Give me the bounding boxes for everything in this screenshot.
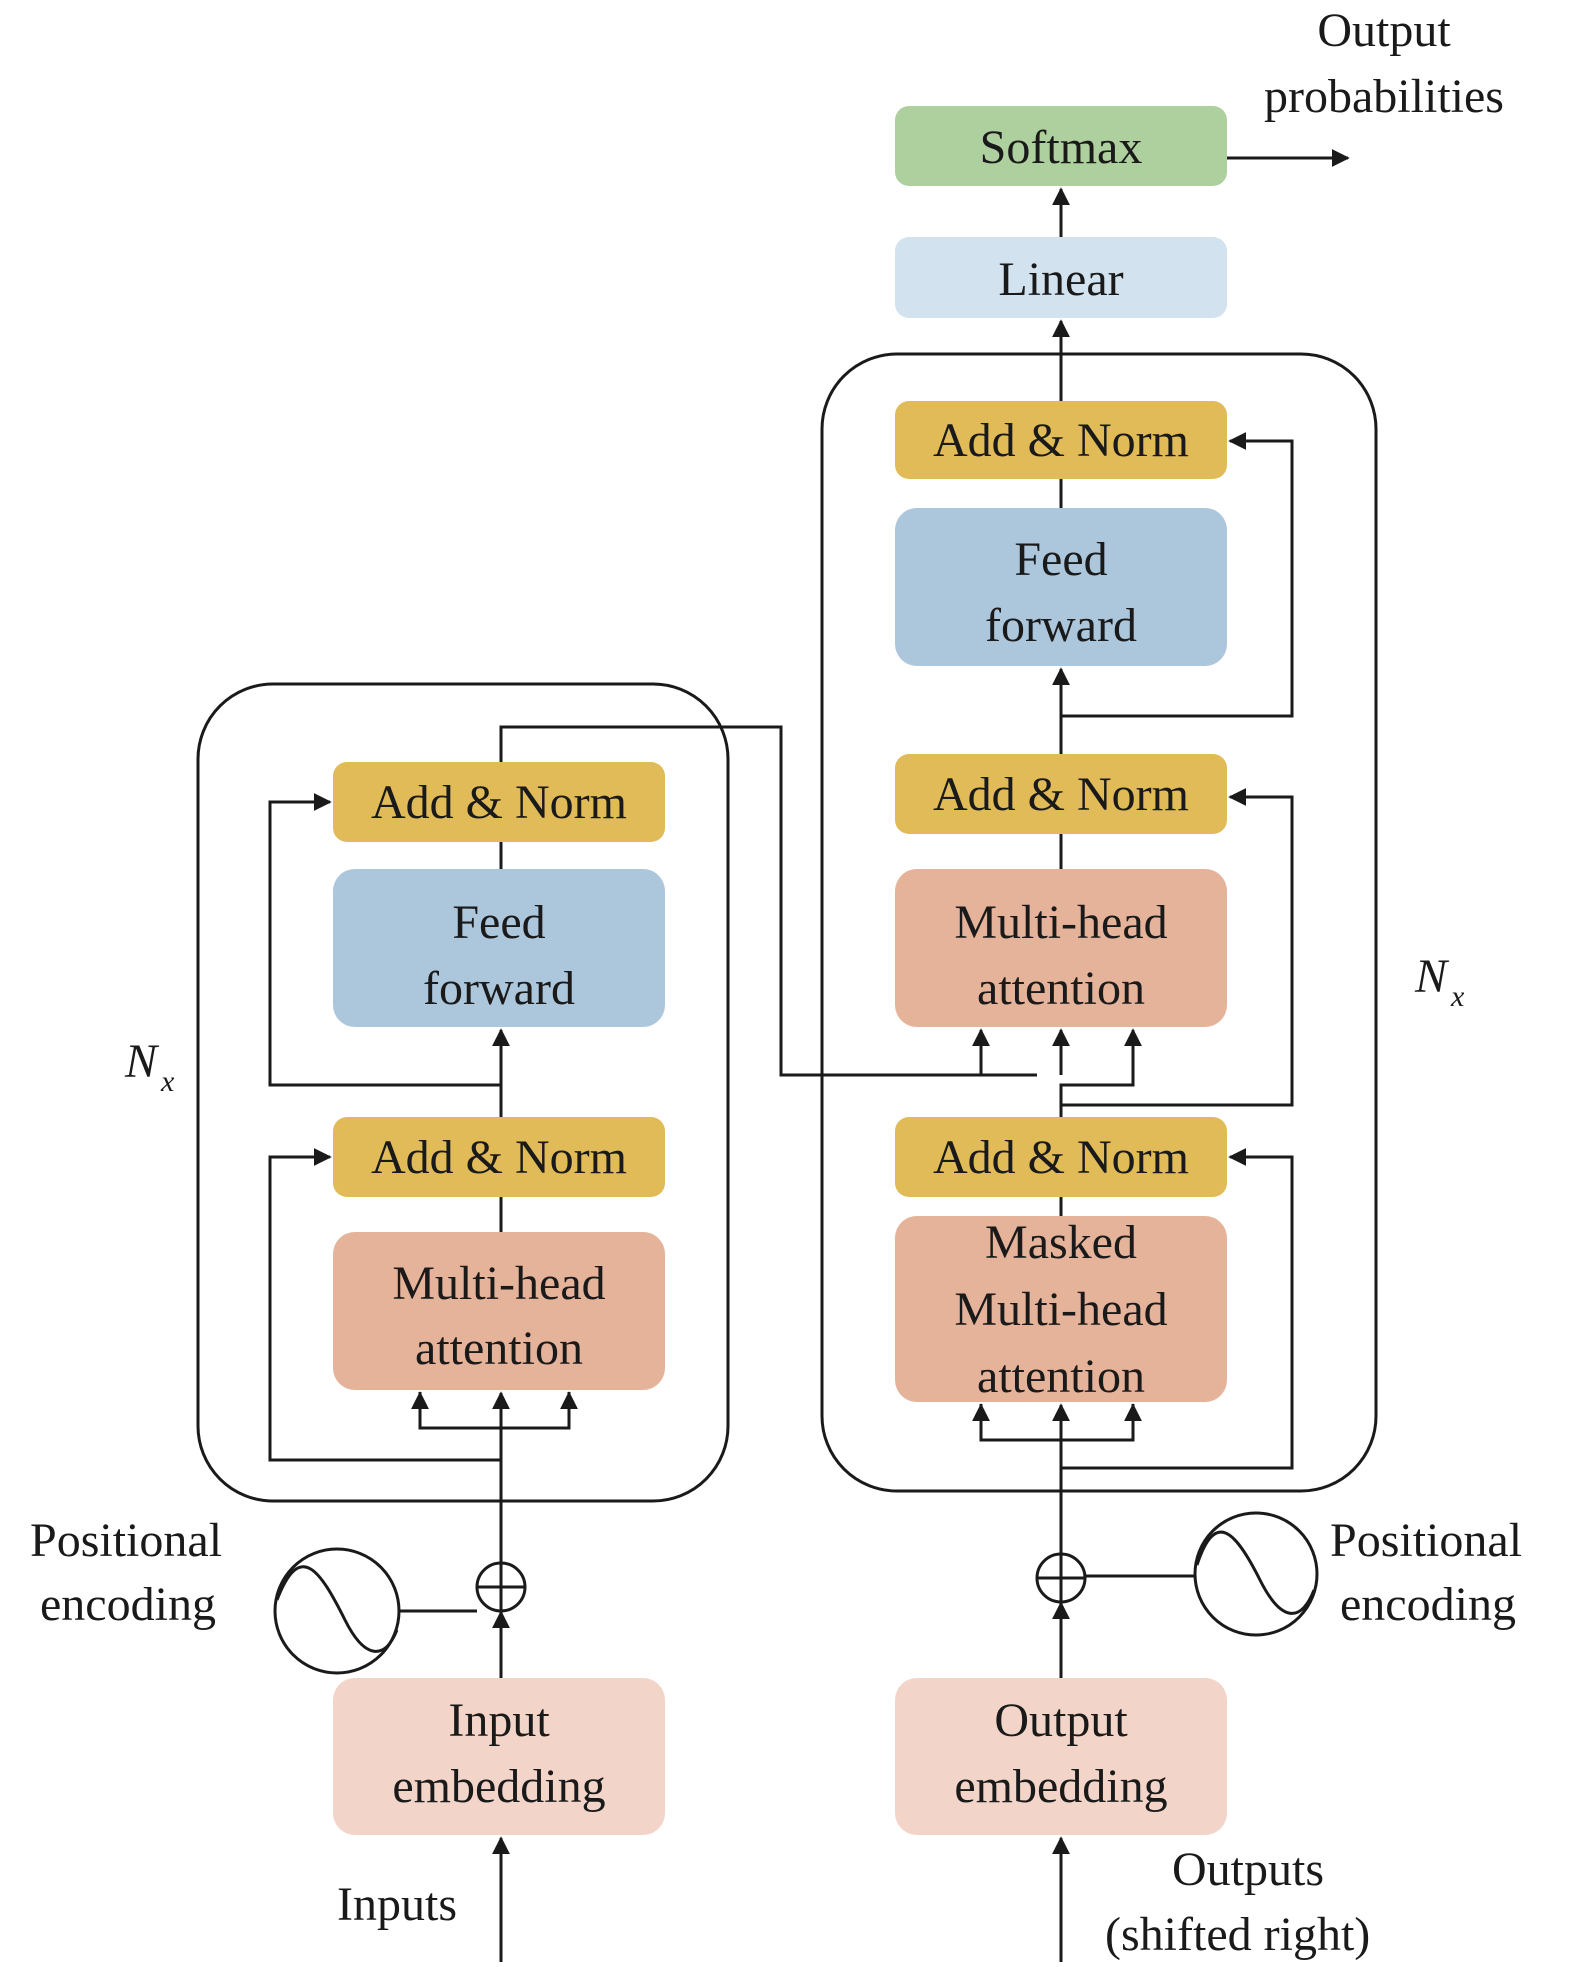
encoder-input-embedding-box: [333, 1678, 665, 1835]
decoder-wires: [972, 149, 1350, 1962]
encoder-attention-branch: [418, 1392, 571, 1430]
decoder-cross-attention-label-1: Multi-head: [954, 896, 1167, 949]
encoder-pe-label-1: Positional: [30, 1514, 222, 1567]
decoder-output-embedding-label-2: embedding: [954, 1760, 1167, 1813]
softmax-layer[interactable]: Softmax: [895, 106, 1227, 186]
decoder-nx-n: N: [1414, 950, 1450, 1003]
encoder-to-decoder-line: [499, 725, 1037, 1077]
linear-layer[interactable]: Linear: [895, 237, 1227, 318]
encoder-repeat-label: N x: [124, 1035, 175, 1098]
decoder-positional-encoding: Positional encoding: [1035, 1511, 1522, 1637]
decoder-add-norm-top[interactable]: Add & Norm: [895, 401, 1227, 479]
encoder-feed-forward-label-1: Feed: [452, 896, 545, 949]
decoder-pe-label-2: encoding: [1340, 1578, 1516, 1631]
decoder-add-norm-middle[interactable]: Add & Norm: [895, 754, 1227, 834]
decoder-outputs-label-2: (shifted right): [1105, 1908, 1370, 1961]
encoder-add-norm-top[interactable]: Add & Norm: [333, 762, 665, 842]
output-probabilities-label-1: Output: [1317, 4, 1451, 57]
encoder-input-embedding[interactable]: Input embedding: [333, 1678, 665, 1835]
softmax-label: Softmax: [980, 121, 1143, 174]
encoder-add-norm-top-label: Add & Norm: [371, 776, 627, 829]
decoder-output-embedding-label-1: Output: [994, 1694, 1128, 1747]
encoder-input-embedding-label-2: embedding: [392, 1760, 605, 1813]
decoder-masked-attention-label-3: attention: [977, 1350, 1145, 1403]
encoder-add-norm-bottom[interactable]: Add & Norm: [333, 1117, 665, 1197]
encoder-add-norm-bottom-box: [333, 1117, 665, 1197]
decoder-feed-forward-label-2: forward: [985, 599, 1137, 652]
decoder-repeat-label: N x: [1414, 950, 1465, 1013]
decoder-output-embedding[interactable]: Output embedding: [895, 1678, 1227, 1835]
decoder-sine-icon: [1193, 1511, 1319, 1637]
decoder-cross-attention[interactable]: Multi-head attention: [895, 869, 1227, 1027]
decoder-add-norm-middle-label: Add & Norm: [933, 768, 1189, 821]
encoder-nx-n: N: [124, 1035, 160, 1088]
encoder-nx-x: x: [160, 1065, 175, 1098]
encoder-attention-label-1: Multi-head: [392, 1257, 605, 1310]
decoder-masked-attention[interactable]: Masked Multi-head attention: [895, 1216, 1227, 1403]
encoder-add-norm-top-box: [333, 762, 665, 842]
decoder-query-path: [1059, 1028, 1142, 1117]
decoder-add-norm-middle-box: [895, 754, 1227, 834]
decoder-stack-frame: [820, 352, 1378, 1493]
encoder-stack-frame: [196, 682, 730, 1503]
decoder-outputs-label-1: Outputs: [1172, 1843, 1324, 1896]
decoder-residual-3: [1061, 432, 1294, 718]
encoder-sine-wave: [275, 1565, 399, 1653]
linear-box: [895, 237, 1227, 318]
decoder-add-norm-bottom-box: [895, 1117, 1227, 1197]
decoder-cross-attention-box: [895, 869, 1227, 1027]
encoder-inputs-label: Inputs: [337, 1878, 457, 1931]
decoder-add-norm-bottom[interactable]: Add & Norm: [895, 1117, 1227, 1197]
decoder-residual-2: [1061, 788, 1294, 1107]
encoder-feed-forward[interactable]: Feed forward: [333, 869, 665, 1027]
encoder-feed-forward-box: [333, 869, 665, 1027]
decoder-nx-x: x: [1450, 980, 1465, 1013]
decoder-add-norm-bottom-label: Add & Norm: [933, 1131, 1189, 1184]
output-probabilities-label-2: probabilities: [1264, 70, 1504, 123]
decoder-residual-1: [1061, 1148, 1294, 1470]
encoder-pe-label-2: encoding: [40, 1578, 216, 1631]
encoder-residual-2: [268, 793, 501, 1087]
encoder-feed-forward-label-2: forward: [423, 962, 575, 1015]
decoder-add-norm-top-label: Add & Norm: [933, 414, 1189, 467]
decoder-masked-attention-label-1: Masked: [985, 1216, 1137, 1269]
encoder-add-norm-bottom-label: Add & Norm: [371, 1131, 627, 1184]
decoder-masked-branch: [979, 1404, 1135, 1442]
encoder-sine-icon: [273, 1547, 401, 1675]
encoder-attention-label-2: attention: [415, 1322, 583, 1375]
decoder-feed-forward-box: [895, 508, 1227, 666]
decoder-feed-forward-label-1: Feed: [1014, 533, 1107, 586]
decoder-feed-forward[interactable]: Feed forward: [895, 508, 1227, 666]
encoder-input-embedding-label-1: Input: [448, 1694, 550, 1747]
decoder-masked-attention-box: [895, 1216, 1227, 1402]
decoder-sine-wave: [1195, 1530, 1316, 1615]
encoder-wires: [268, 725, 1037, 1962]
linear-label: Linear: [998, 253, 1123, 306]
encoder-attention[interactable]: Multi-head attention: [333, 1232, 665, 1390]
decoder-add-norm-top-box: [895, 401, 1227, 479]
decoder-cross-attention-label-2: attention: [977, 962, 1145, 1015]
encoder-attention-box: [333, 1232, 665, 1390]
encoder-positional-encoding: Positional encoding: [30, 1514, 527, 1675]
decoder-output-embedding-box: [895, 1678, 1227, 1835]
softmax-box: [895, 106, 1227, 186]
decoder-pe-label-1: Positional: [1330, 1514, 1522, 1567]
decoder-masked-attention-label-2: Multi-head: [954, 1283, 1167, 1336]
encoder-residual-1: [268, 1148, 501, 1462]
